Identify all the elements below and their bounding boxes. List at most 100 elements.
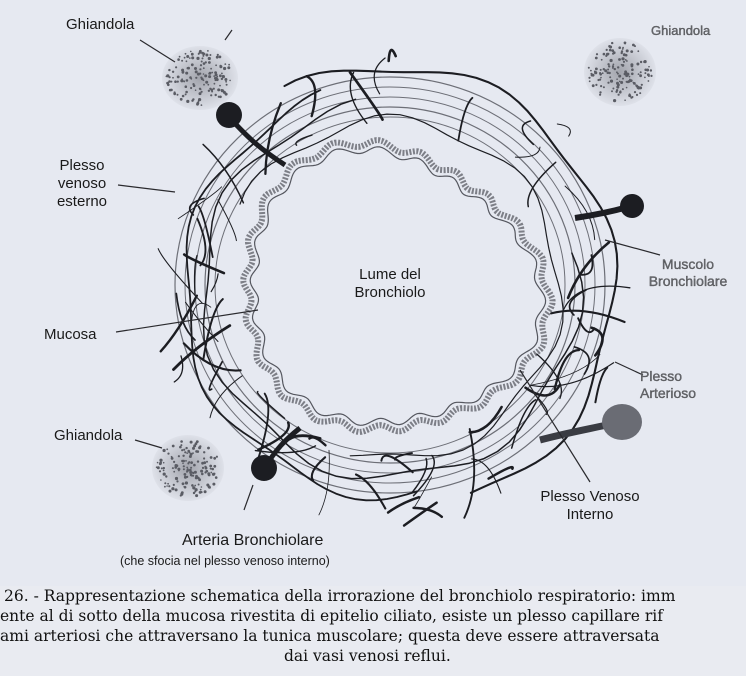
gland-dot	[162, 461, 165, 464]
gland-dot	[228, 63, 231, 66]
vessel	[566, 241, 611, 300]
glands	[152, 38, 656, 501]
gland-dot	[647, 80, 650, 82]
gland-dot	[616, 71, 618, 74]
vessel	[487, 465, 514, 480]
gland-dot	[189, 57, 191, 59]
vessel	[257, 421, 290, 451]
gland-dot	[183, 475, 187, 479]
gland-dot	[620, 81, 624, 84]
gland-dot	[171, 467, 174, 470]
gland-dot	[609, 76, 612, 79]
gland-bottom-left	[152, 435, 224, 501]
gland-dot	[179, 97, 183, 101]
gland-dot	[186, 470, 188, 473]
gland-dot	[608, 45, 611, 48]
gland-dot	[212, 87, 215, 90]
vessel	[373, 57, 386, 95]
gland-dot	[186, 55, 190, 58]
gland-dot	[199, 49, 202, 53]
gland-dot	[215, 455, 218, 458]
gland-dot	[624, 41, 627, 44]
gland-dot	[162, 472, 166, 476]
vessel	[202, 143, 245, 204]
gland-dot	[197, 52, 200, 55]
gland-dot	[611, 66, 614, 69]
gland-dot	[184, 93, 187, 96]
bronchiole-diagram	[115, 29, 661, 527]
vessel	[177, 186, 222, 220]
gland-dot	[168, 80, 171, 83]
vessel	[573, 346, 591, 375]
gland-dot	[601, 72, 604, 75]
gland-dot	[587, 66, 590, 69]
gland-dot	[621, 64, 625, 67]
gland-dot	[213, 82, 216, 85]
gland-dot	[631, 68, 634, 71]
gland-dot	[621, 88, 624, 91]
gland-dot	[611, 41, 614, 45]
gland-dot	[594, 71, 598, 75]
gland-dot	[213, 464, 217, 468]
gland-dot	[162, 466, 165, 470]
gland-dot	[619, 90, 622, 93]
gland-dot	[192, 471, 195, 475]
gland-dot	[609, 79, 614, 83]
gland-dot	[176, 75, 180, 79]
gland-dot	[170, 80, 173, 83]
gland-dot	[227, 66, 231, 70]
label-ghiandola-bottom-left: Ghiandola	[54, 427, 123, 444]
gland-dot	[185, 446, 188, 450]
label-line: Interno	[566, 506, 614, 523]
gland-dot	[208, 486, 211, 489]
gland-dot	[170, 457, 174, 460]
vessel	[256, 390, 286, 420]
gland-dot	[613, 99, 617, 103]
gland-dot	[625, 80, 628, 83]
gland-dot	[200, 90, 203, 93]
gland-dot	[190, 63, 194, 67]
vessel	[159, 294, 198, 353]
label-plesso-venoso-esterno: Plesso venoso esterno	[42, 157, 122, 211]
gland-dot	[650, 74, 653, 77]
gland-dot	[173, 470, 176, 473]
vessel	[193, 254, 198, 296]
gland-dot	[612, 52, 615, 55]
label-line: Bronchiolo	[354, 284, 426, 301]
label-line: Arterioso	[640, 385, 697, 401]
vessel	[553, 348, 581, 391]
gland-dot	[595, 53, 599, 56]
gland-dot	[177, 455, 180, 458]
gland-dot	[611, 65, 615, 68]
vessel	[349, 71, 368, 124]
gland-dot	[174, 488, 178, 492]
vessel	[217, 199, 237, 242]
vessel	[402, 501, 438, 527]
gland-dot	[177, 467, 181, 471]
gland-dot	[186, 452, 189, 454]
gland-dot	[171, 70, 175, 74]
vessel	[191, 303, 212, 322]
gland-dot	[213, 75, 216, 77]
gland-dot	[621, 57, 625, 61]
gland-dot	[183, 80, 186, 83]
vessel	[510, 399, 537, 449]
gland-dot	[203, 490, 207, 494]
vessel	[564, 185, 596, 241]
label-line: venoso	[57, 175, 107, 192]
gland-dot	[185, 460, 187, 462]
gland-dot	[190, 50, 192, 53]
vessel	[412, 506, 444, 519]
gland-dot	[204, 61, 207, 64]
label-plesso-arterioso: Plesso Arterioso	[640, 368, 696, 402]
gland-dot	[632, 43, 635, 47]
gland-dot	[590, 69, 592, 72]
gland-dot	[208, 61, 211, 64]
gland-dot	[168, 485, 171, 488]
gland-dot	[179, 445, 182, 449]
gland-dot	[184, 481, 188, 485]
gland-dot	[608, 71, 611, 75]
artery-bulb-bottom	[251, 455, 277, 481]
gland-dot	[205, 80, 209, 84]
gland-dot	[229, 79, 231, 82]
